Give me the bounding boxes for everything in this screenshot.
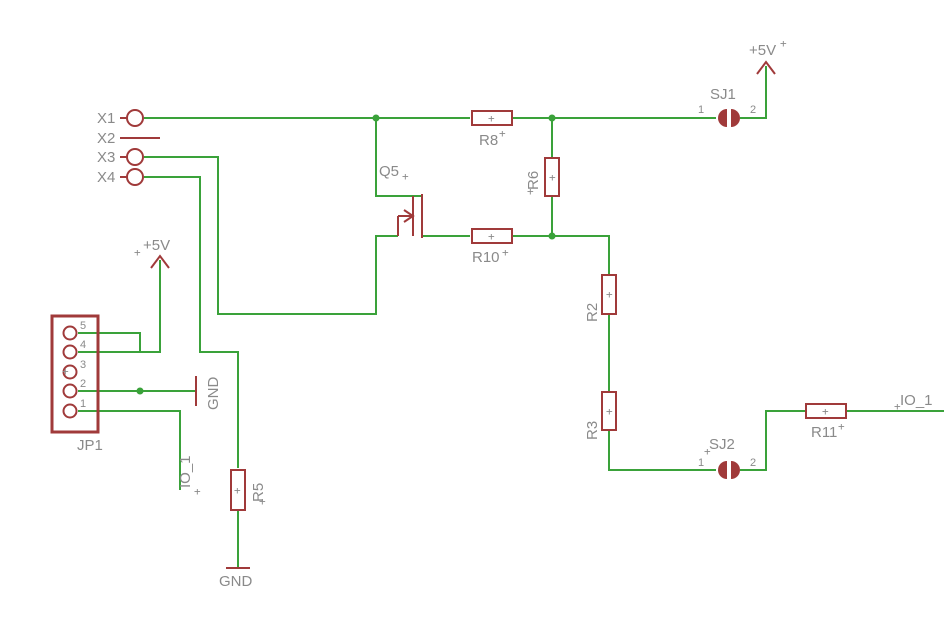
jumper-sj2: SJ2 + 1 2 — [698, 436, 756, 479]
wire-x4-r5 — [144, 176, 239, 468]
wire-sj1-vcc — [740, 66, 767, 119]
resistor-r2: + R2 — [584, 274, 617, 322]
sj2-pin1: 1 — [698, 457, 704, 469]
r8-label: R8 — [479, 132, 498, 149]
svg-text:+: + — [502, 246, 509, 259]
wire-q5-drain — [375, 118, 422, 197]
r11-label: R11 — [811, 424, 837, 441]
x1-pin — [126, 109, 144, 127]
x4-pin — [126, 168, 144, 186]
io-left: IO_1 + — [177, 455, 201, 498]
wire-jp-pin5 — [78, 332, 141, 352]
resistor-r6: + R6 + — [525, 157, 560, 198]
svg-text:+: + — [234, 484, 241, 497]
io-left-label: IO_1 — [177, 455, 194, 488]
q5-label: Q5 — [379, 163, 399, 180]
jp1-pin4-num: 4 — [80, 339, 86, 351]
jp1-pin5 — [62, 325, 78, 341]
r5-label: R5 — [250, 483, 267, 502]
jp1-pin1-num: 1 — [80, 398, 86, 410]
wires — [78, 66, 944, 568]
jp1-pin1 — [62, 403, 78, 419]
jp1-pin2-num: 2 — [80, 378, 86, 390]
sj1-label: SJ1 — [710, 86, 736, 103]
svg-text:+: + — [259, 495, 266, 508]
x4-label: X4 — [97, 169, 115, 186]
wire-r3-sj2 — [608, 430, 716, 471]
resistor-r5: + R5 + — [230, 469, 267, 511]
io-right-label: IO_1 — [900, 392, 933, 409]
vcc-left-label: +5V — [143, 237, 170, 254]
svg-text:+: + — [704, 445, 711, 458]
svg-text:+: + — [606, 405, 613, 418]
x3-label: X3 — [97, 149, 115, 166]
r6-label: R6 — [525, 171, 542, 190]
vcc-top: +5V + — [749, 37, 787, 75]
svg-text:+: + — [822, 405, 829, 418]
wire-sj2-r11 — [740, 410, 806, 471]
wire-x3-gate — [144, 156, 398, 315]
resistor-r10: + R10 + — [471, 228, 513, 266]
sj1-pin2: 2 — [750, 104, 756, 116]
io-right: IO_1 + — [894, 392, 933, 413]
sj2-pin2: 2 — [750, 457, 756, 469]
svg-text:+: + — [894, 400, 901, 413]
svg-text:+: + — [780, 37, 787, 50]
jp1-pin3 — [62, 364, 78, 380]
svg-text:+: + — [527, 185, 534, 198]
svg-text:+: + — [838, 420, 845, 433]
sj1-pin1: 1 — [698, 104, 704, 116]
gnd-jp: GND — [195, 376, 222, 411]
jp1-pin3-num: 3 — [80, 359, 86, 371]
svg-text:+: + — [499, 127, 506, 140]
gnd-jp-label: GND — [205, 377, 222, 411]
svg-text:+: + — [606, 288, 613, 301]
junctions — [136, 114, 556, 395]
svg-text:+: + — [62, 365, 69, 378]
sj2-label: SJ2 — [709, 436, 735, 453]
junction-r6-top — [548, 114, 556, 122]
r2-label: R2 — [584, 303, 601, 322]
svg-text:+: + — [194, 485, 201, 498]
junction-r6-bottom — [548, 232, 556, 240]
jumper-sj1: SJ1 1 2 — [698, 86, 756, 127]
resistor-r8: + R8 + — [471, 110, 513, 149]
svg-text:+: + — [488, 112, 495, 125]
connector-x: X1 X2 X3 X4 — [97, 109, 160, 186]
x1-label: X1 — [97, 110, 115, 127]
jp1-pin2 — [62, 383, 78, 399]
wire-jp-pin1 — [78, 410, 181, 490]
x2-label: X2 — [97, 130, 115, 147]
svg-text:+: + — [134, 246, 141, 259]
wire-jp-pin4 — [78, 260, 161, 353]
gnd-bottom-label: GND — [219, 573, 253, 590]
junction-jp — [136, 387, 144, 395]
header-jp1: 5 4 3 2 1 + JP1 — [50, 314, 103, 454]
wire-r10-node — [512, 235, 610, 275]
svg-text:+: + — [549, 171, 556, 184]
x3-pin — [126, 148, 144, 166]
r10-label: R10 — [472, 249, 500, 266]
jp1-label: JP1 — [77, 437, 103, 454]
gnd-bottom: GND — [219, 567, 253, 590]
svg-text:+: + — [402, 170, 409, 183]
vcc-top-label: +5V — [749, 42, 776, 59]
vcc-left: +5V + — [134, 237, 170, 269]
jp1-pin4 — [62, 344, 78, 360]
transistor-q5: Q5 + — [379, 163, 423, 238]
r3-label: R3 — [584, 421, 601, 440]
resistor-r3: + R3 — [584, 391, 617, 440]
svg-text:+: + — [488, 230, 495, 243]
junction-x1 — [372, 114, 380, 122]
resistor-r11: + R11 + — [805, 403, 847, 441]
jp1-pin5-num: 5 — [80, 320, 86, 332]
